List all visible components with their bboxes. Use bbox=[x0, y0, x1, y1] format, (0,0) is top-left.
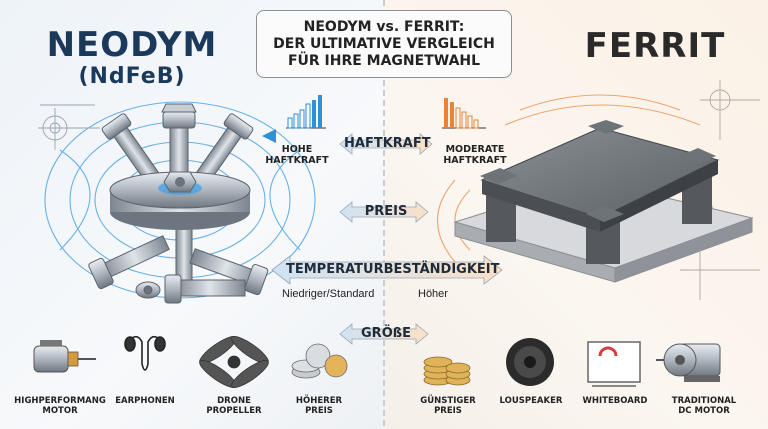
neodym-title: NEODYM (NdFeB) bbox=[22, 26, 242, 90]
motor-icon bbox=[33, 340, 96, 373]
temperature-center-label: TEMPERATURBESTÄNDIGKEIT bbox=[286, 262, 500, 277]
neodym-title-formula: (NdFeB) bbox=[78, 64, 186, 89]
temperature-left-label: Niedriger/Standard bbox=[282, 288, 375, 300]
price-center-label: PREIS bbox=[364, 204, 408, 219]
whiteboard-icon bbox=[587, 341, 641, 387]
neodym-schematic bbox=[38, 104, 100, 150]
ferrit-title: FERRIT bbox=[584, 26, 726, 66]
icon-label-higher-price-line1: HÖHERER bbox=[295, 396, 343, 406]
icon-label-loudspeaker-line1: LOUSPEAKER bbox=[499, 396, 563, 406]
icon-label-higher-price-line2: PREIS bbox=[305, 406, 333, 416]
propeller-icon bbox=[199, 336, 269, 388]
high-force-label-line1: HOHE bbox=[281, 144, 313, 155]
coins-icon bbox=[291, 343, 348, 379]
earphones-icon bbox=[124, 335, 166, 371]
neodym-disc-magnet bbox=[109, 171, 251, 230]
icon-label-earphones: EARPHONEN bbox=[110, 396, 180, 406]
moderate-force-chart bbox=[442, 98, 486, 129]
force-arrow bbox=[339, 133, 433, 155]
loudspeaker-icon bbox=[506, 338, 554, 386]
icon-label-dc-motor-line2: DC MOTOR bbox=[678, 406, 730, 416]
icon-label-earphones-line1: EARPHONEN bbox=[115, 396, 175, 406]
force-center-label: HAFTKRAFT bbox=[344, 136, 431, 151]
ferrit-schematic bbox=[680, 80, 760, 300]
title-line-3: FÜR IHRE MAGNETWAHL bbox=[287, 53, 481, 69]
moderate-force-label: MODERATE HAFTKRAFT bbox=[438, 144, 512, 166]
icon-label-propeller: DRONE PROPELLER bbox=[198, 396, 270, 416]
icon-label-higher-price: HÖHERER PREIS bbox=[286, 396, 352, 416]
moderate-force-label-line2: HAFTKRAFT bbox=[443, 155, 507, 166]
neodym-title-main: NEODYM bbox=[46, 25, 218, 65]
temperature-right-label: Höher bbox=[418, 288, 448, 300]
icon-label-lower-price-line2: PREIS bbox=[434, 406, 462, 416]
icon-label-whiteboard-line1: WHITEBOARD bbox=[582, 396, 648, 406]
title-line-1: NEODYM vs. FERRIT: bbox=[303, 19, 465, 35]
icon-label-motor: HIGHPERFORMANG MOTOR bbox=[14, 396, 106, 416]
icon-label-dc-motor: TRADITIONAL DC MOTOR bbox=[664, 396, 744, 416]
comparison-title-box: NEODYM vs. FERRIT: DER ULTIMATIVE VERGLE… bbox=[256, 10, 512, 78]
high-force-chart bbox=[262, 95, 326, 143]
price-arrow bbox=[339, 201, 429, 223]
size-arrow bbox=[339, 323, 429, 345]
bolt-cluster bbox=[88, 103, 269, 304]
icon-label-propeller-line2: PROPELLER bbox=[206, 406, 262, 416]
icon-label-lower-price: GÜNSTIGER PREIS bbox=[414, 396, 482, 416]
icon-label-dc-motor-line1: TRADITIONAL bbox=[671, 396, 737, 406]
icon-label-motor-line1: HIGHPERFORMANG bbox=[14, 396, 106, 406]
size-center-label: GRÖßE bbox=[361, 326, 411, 341]
moderate-force-label-line1: MODERATE bbox=[445, 144, 505, 155]
dc-motor-icon bbox=[656, 343, 721, 382]
icon-label-whiteboard: WHITEBOARD bbox=[578, 396, 652, 406]
coins-stack-icon bbox=[423, 356, 471, 386]
icon-label-propeller-line1: DRONE bbox=[217, 396, 251, 406]
high-force-label: HOHE HAFTKRAFT bbox=[262, 144, 332, 166]
temperature-arrow bbox=[271, 255, 503, 285]
title-line-2: DER ULTIMATIVE VERGLEICH bbox=[273, 36, 495, 52]
icon-label-motor-line2: MOTOR bbox=[42, 406, 78, 416]
ferrit-assembly bbox=[453, 120, 754, 283]
icon-label-lower-price-line1: GÜNSTIGER bbox=[420, 396, 476, 406]
high-force-label-line2: HAFTKRAFT bbox=[265, 155, 329, 166]
icon-label-loudspeaker: LOUSPEAKER bbox=[496, 396, 566, 406]
